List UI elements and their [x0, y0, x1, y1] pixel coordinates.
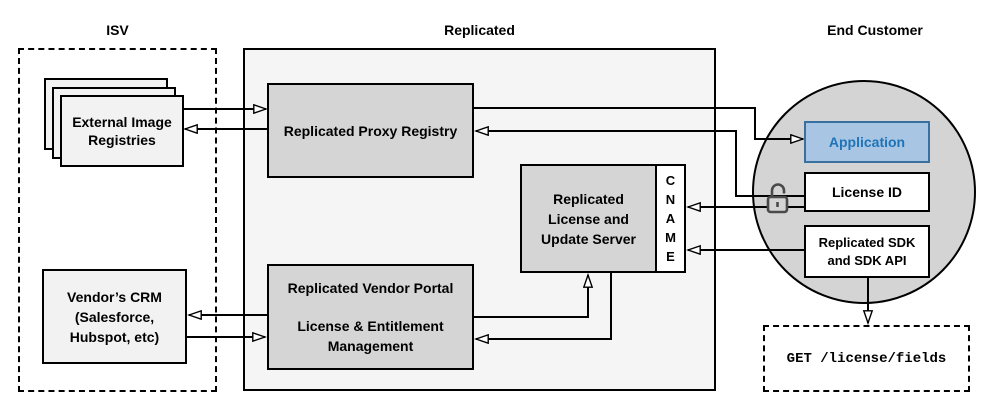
external-image-registries-label: External Image Registries [72, 114, 172, 148]
isv-section-title: ISV [106, 22, 129, 38]
application-node: Application [804, 121, 930, 163]
lock-icon [766, 183, 789, 214]
replicated-section-title: Replicated [444, 22, 515, 38]
application-label: Application [828, 134, 906, 150]
license-id-label: License ID [831, 184, 903, 200]
get-license-fields-node: GET /license/fields [763, 325, 970, 392]
replicated-sdk-node: Replicated SDK and SDK API [804, 225, 930, 278]
license-update-server-node: Replicated License and Update Server [520, 164, 657, 273]
get-license-fields-label: GET /license/fields [786, 350, 947, 367]
vendors-crm-label: Vendor’s CRM (Salesforce, Hubspot, etc) [67, 288, 162, 345]
license-update-server-label: Replicated License and Update Server [541, 190, 636, 247]
license-id-node: License ID [804, 172, 930, 212]
vendors-crm-node: Vendor’s CRM (Salesforce, Hubspot, etc) [42, 269, 187, 364]
end-customer-section-title: End Customer [827, 22, 923, 38]
external-image-registries-node: External Image Registries [60, 95, 184, 167]
vendor-portal-title: Replicated Vendor Portal [287, 280, 454, 296]
replicated-proxy-registry-label: Replicated Proxy Registry [283, 122, 458, 139]
replicated-proxy-registry-node: Replicated Proxy Registry [267, 83, 474, 178]
replicated-sdk-label: Replicated SDK and SDK API [818, 234, 916, 268]
cname-strip: CNAME [655, 164, 686, 273]
isv-container [18, 48, 217, 392]
vendor-portal-node: Replicated Vendor Portal License & Entit… [267, 264, 474, 370]
cname-label: CNAME [665, 173, 676, 264]
vendor-portal-subtitle: License & Entitlement Management [297, 318, 444, 354]
